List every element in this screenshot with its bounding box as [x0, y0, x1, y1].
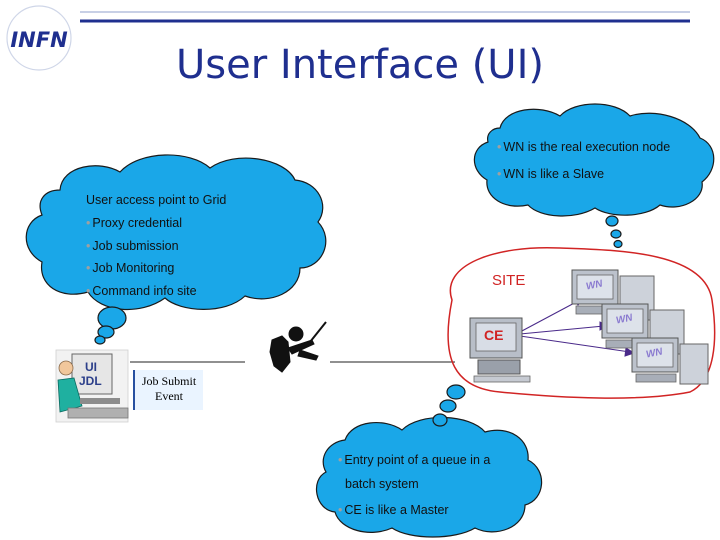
- ui-screen-line-2: JDL: [79, 374, 102, 388]
- bullet-icon: •: [86, 284, 91, 298]
- wn-computer-1: [571, 269, 655, 321]
- conductor-figure: [269, 321, 327, 373]
- ui-cloud-item: •Command info site: [86, 284, 197, 298]
- ui-screen-line-1: UI: [85, 360, 97, 374]
- infn-logo: INFN: [6, 5, 72, 71]
- bullet-icon: •: [497, 167, 502, 181]
- wn-computer-3: [631, 337, 709, 385]
- bullet-icon: •: [86, 261, 91, 275]
- event-line-2: Event: [155, 389, 183, 403]
- bullet-icon: •: [338, 503, 343, 517]
- svg-text:INFN: INFN: [10, 28, 68, 52]
- header-rule: [80, 11, 690, 23]
- ui-cloud-item: •Job Monitoring: [86, 261, 175, 275]
- ui-screen-label: UI JDL: [77, 360, 102, 388]
- ce-computer: [469, 317, 531, 383]
- bullet-icon: •: [86, 216, 91, 230]
- wn-line-1: •WN is the real execution node: [497, 140, 671, 154]
- bullet-icon: •: [86, 239, 91, 253]
- ce-line-2: batch system: [345, 477, 419, 491]
- ui-cloud-heading: User access point to Grid: [86, 193, 227, 207]
- ui-cloud-item: •Proxy credential: [86, 216, 183, 230]
- ui-cloud-item: •Job submission: [86, 239, 179, 253]
- wn-line-2: •WN is like a Slave: [497, 167, 605, 181]
- cloud-ce: [315, 384, 543, 538]
- bullet-icon: •: [497, 140, 502, 154]
- ui-user-illustration: [55, 349, 129, 423]
- bullet-icon: •: [338, 453, 343, 467]
- site-label: SITE: [492, 272, 526, 289]
- ce-line-3: •CE is like a Master: [338, 503, 449, 517]
- cloud-wn: [473, 103, 715, 249]
- job-submit-event-box: Job Submit Event: [133, 370, 203, 410]
- cloud-ui: [25, 154, 327, 345]
- site-boundary: [447, 246, 716, 399]
- page-title: User Interface (UI): [176, 42, 544, 88]
- event-line-1: Job Submit: [141, 374, 197, 388]
- ce-line-1: •Entry point of a queue in a: [338, 453, 491, 467]
- ce-label: CE: [484, 327, 504, 343]
